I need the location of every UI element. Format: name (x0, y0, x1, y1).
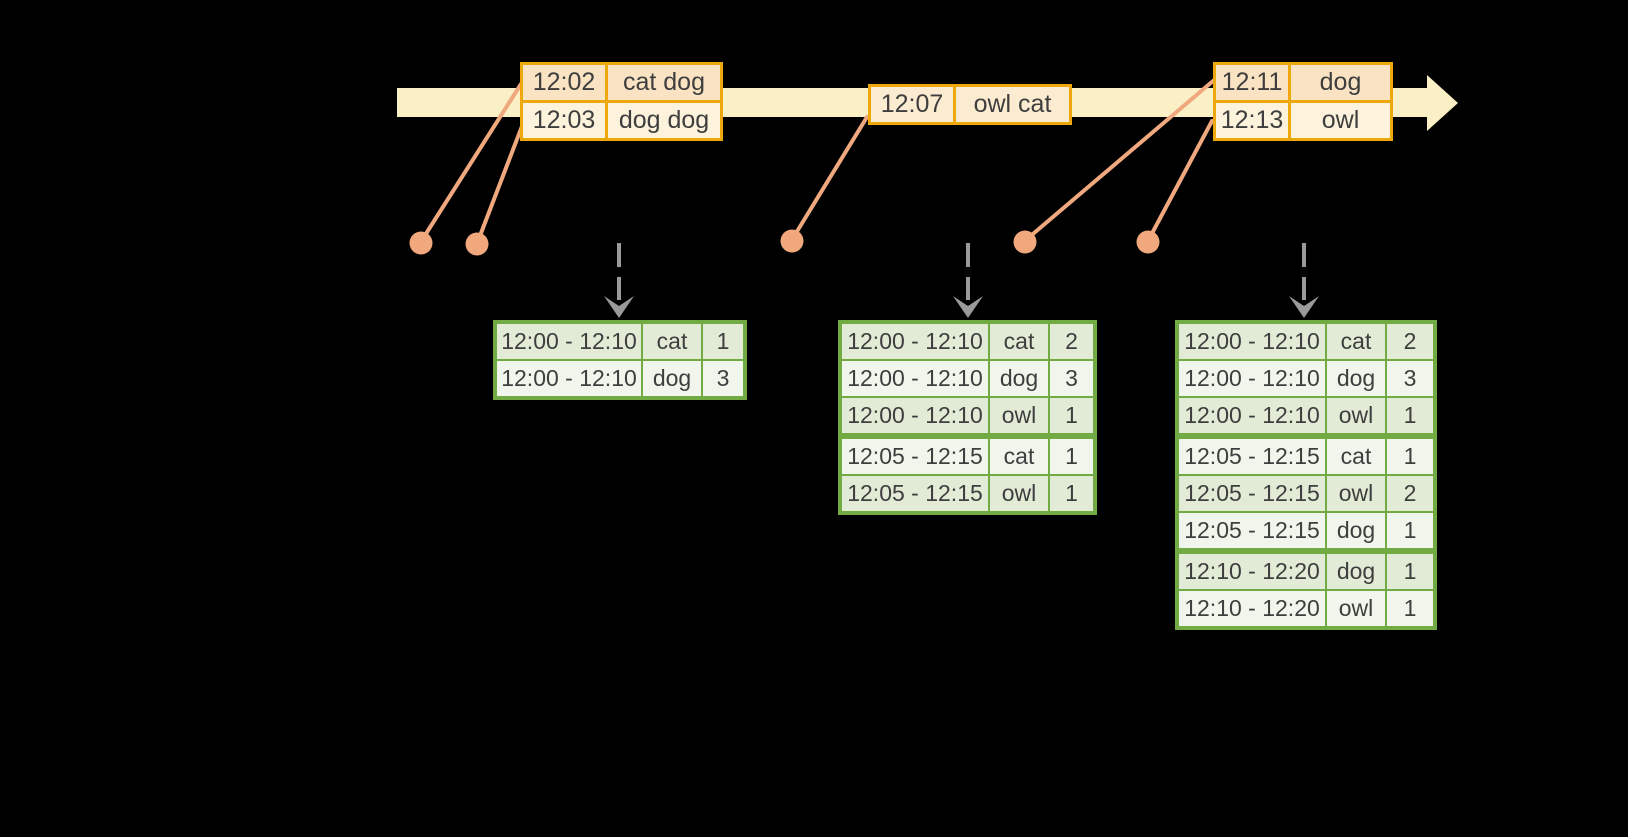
word-cell: cat (990, 324, 1048, 359)
window-cell: 12:00 - 12:10 (1179, 398, 1325, 433)
table-row: 12:10 - 12:20 owl 1 (1179, 591, 1433, 626)
word-cell: dog (1327, 361, 1385, 396)
table-row: 12:05 - 12:15 cat 1 (842, 439, 1093, 474)
count-cell: 2 (1387, 476, 1433, 511)
window-cell: 12:00 - 12:10 (842, 398, 988, 433)
table-row: 12:00 - 12:10 owl 1 (842, 398, 1093, 433)
count-cell: 1 (1050, 476, 1093, 511)
table-row: 12:00 - 12:10 cat 2 (1179, 324, 1433, 359)
count-cell: 1 (1387, 591, 1433, 626)
event-table-3: 12:11 dog 12:13 owl (1213, 62, 1393, 141)
result-table-2: 12:00 - 12:10 cat 2 12:00 - 12:10 dog 3 … (838, 320, 1097, 515)
count-cell: 3 (1050, 361, 1093, 396)
word-cell: cat (1327, 324, 1385, 359)
table-row: 12:00 - 12:10 owl 1 (1179, 398, 1433, 433)
count-cell: 1 (1387, 513, 1433, 548)
window-cell: 12:10 - 12:20 (1179, 554, 1325, 589)
table-row: 12:00 - 12:10 cat 1 (497, 324, 743, 359)
event-dot-icon (780, 229, 804, 253)
connector-line (791, 115, 869, 240)
word-cell: owl (990, 398, 1048, 433)
count-cell: 1 (1387, 398, 1433, 433)
table-row: 12:05 - 12:15 cat 1 (1179, 439, 1433, 474)
result-table-3: 12:00 - 12:10 cat 2 12:00 - 12:10 dog 3 … (1175, 320, 1437, 630)
event-time-cell: 12:13 (1216, 103, 1288, 138)
word-cell: dog (1327, 554, 1385, 589)
event-table-2: 12:07 owl cat (868, 84, 1072, 125)
word-cell: owl (1327, 476, 1385, 511)
word-cell: owl (1327, 591, 1385, 626)
window-cell: 12:05 - 12:15 (842, 476, 988, 511)
word-cell: owl (990, 476, 1048, 511)
word-cell: cat (1327, 439, 1385, 474)
count-cell: 1 (1050, 398, 1093, 433)
dashed-down-arrow-icon (953, 243, 983, 318)
dashed-down-arrow-icon (1289, 243, 1319, 318)
word-cell: dog (990, 361, 1048, 396)
table-row: 12:00 - 12:10 dog 3 (497, 361, 743, 396)
window-cell: 12:00 - 12:10 (497, 324, 641, 359)
window-cell: 12:05 - 12:15 (1179, 513, 1325, 548)
table-row: 12:10 - 12:20 dog 1 (1179, 554, 1433, 589)
event-words-cell: dog dog (608, 103, 720, 138)
trigger-arrows (604, 243, 1319, 318)
event-words-cell: dog (1291, 65, 1390, 100)
table-row: 12:00 - 12:10 dog 3 (842, 361, 1093, 396)
timeline-arrowhead-icon (1427, 75, 1458, 131)
table-row: 12:00 - 12:10 cat 2 (842, 324, 1093, 359)
event-time-cell: 12:03 (523, 103, 605, 138)
event-dots (409, 229, 1160, 256)
word-cell: cat (990, 439, 1048, 474)
word-cell: owl (1327, 398, 1385, 433)
event-time-cell: 12:02 (523, 65, 605, 100)
count-cell: 1 (703, 324, 743, 359)
table-row: 12:07 owl cat (871, 87, 1069, 122)
window-cell: 12:05 - 12:15 (1179, 476, 1325, 511)
word-cell: cat (643, 324, 701, 359)
count-cell: 3 (703, 361, 743, 396)
dashed-down-arrow-icon (604, 243, 634, 318)
table-row: 12:05 - 12:15 dog 1 (1179, 513, 1433, 548)
table-row: 12:11 dog (1216, 65, 1390, 100)
table-row: 12:03 dog dog (523, 103, 720, 138)
event-dot-icon (1013, 230, 1037, 254)
event-words-cell: owl (1291, 103, 1390, 138)
window-cell: 12:05 - 12:15 (842, 439, 988, 474)
word-cell: dog (643, 361, 701, 396)
event-words-cell: cat dog (608, 65, 720, 100)
window-cell: 12:00 - 12:10 (1179, 361, 1325, 396)
event-dot-icon (409, 231, 433, 255)
word-cell: dog (1327, 513, 1385, 548)
window-cell: 12:00 - 12:10 (842, 324, 988, 359)
window-cell: 12:00 - 12:10 (497, 361, 641, 396)
event-time-cell: 12:07 (871, 87, 953, 122)
table-row: 12:00 - 12:10 dog 3 (1179, 361, 1433, 396)
window-cell: 12:05 - 12:15 (1179, 439, 1325, 474)
event-dot-icon (1136, 230, 1160, 254)
event-time-cell: 12:11 (1216, 65, 1288, 100)
count-cell: 1 (1387, 554, 1433, 589)
window-cell: 12:00 - 12:10 (842, 361, 988, 396)
table-row: 12:05 - 12:15 owl 1 (842, 476, 1093, 511)
count-cell: 3 (1387, 361, 1433, 396)
table-row: 12:13 owl (1216, 103, 1390, 138)
window-cell: 12:10 - 12:20 (1179, 591, 1325, 626)
event-words-cell: owl cat (956, 87, 1069, 122)
event-dot-icon (465, 232, 489, 256)
connector-line (476, 119, 526, 243)
count-cell: 2 (1387, 324, 1433, 359)
count-cell: 2 (1050, 324, 1093, 359)
result-table-1: 12:00 - 12:10 cat 1 12:00 - 12:10 dog 3 (493, 320, 747, 400)
table-row: 12:05 - 12:15 owl 2 (1179, 476, 1433, 511)
event-table-1: 12:02 cat dog 12:03 dog dog (520, 62, 723, 141)
table-row: 12:02 cat dog (523, 65, 720, 100)
connector-line (1147, 119, 1214, 241)
window-cell: 12:00 - 12:10 (1179, 324, 1325, 359)
count-cell: 1 (1387, 439, 1433, 474)
count-cell: 1 (1050, 439, 1093, 474)
